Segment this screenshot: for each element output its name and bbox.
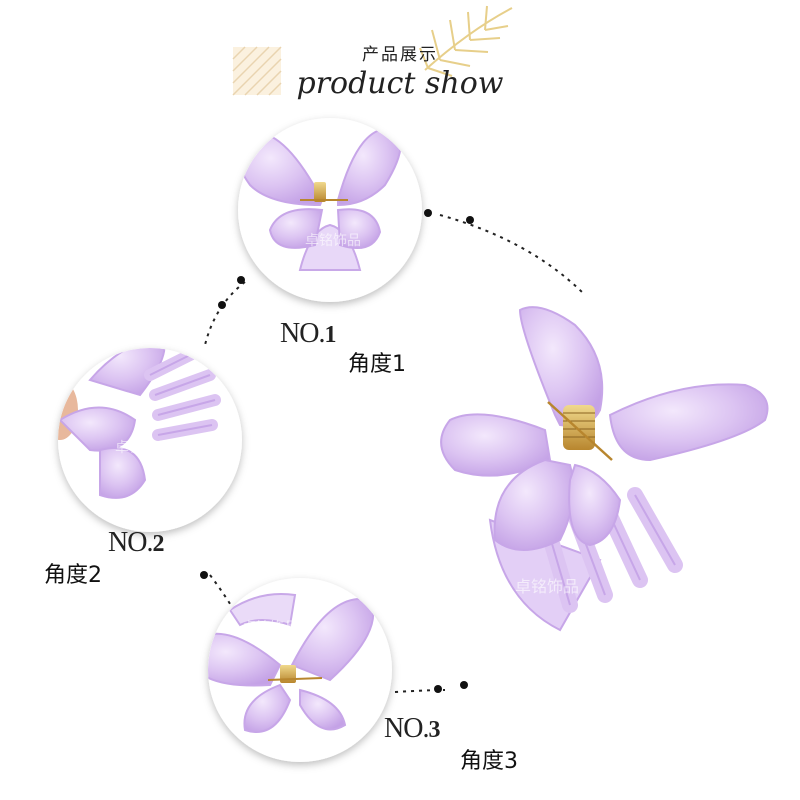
view-circle-1: 卓铭饰品 (238, 118, 422, 302)
hair-clip-image-3 (208, 593, 375, 733)
view-number-prefix: NO. (108, 527, 153, 558)
palm-leaf-decoration (419, 5, 513, 77)
hair-clip-main-image: 卓铭饰品 (440, 306, 769, 632)
angle-label-2: 角度2 (44, 563, 102, 588)
page-title-en: product show (296, 66, 504, 101)
view-circle-2: 卓铭饰品 (58, 348, 242, 532)
view-number-value: 2 (152, 531, 164, 557)
view-number-prefix: NO. (280, 318, 325, 349)
angle-label-1: 角度1 (348, 352, 406, 377)
watermark-main: 卓铭饰品 (515, 577, 579, 596)
view-number-value: 1 (324, 322, 336, 348)
view-number-value: 3 (428, 717, 440, 743)
view-circle-3: 卓铭饰品 (208, 578, 392, 762)
view-number-prefix: NO. (384, 713, 429, 744)
connector-dots (200, 209, 474, 693)
watermark-2: 卓铭饰品 (115, 440, 171, 456)
view-number-1: NO.1 (280, 318, 336, 350)
watermark-3: 卓铭饰品 (242, 620, 298, 636)
view-number-3: NO.3 (384, 713, 440, 745)
view-number-2: NO.2 (108, 527, 164, 559)
hatched-square-decoration (232, 46, 282, 96)
page-title-cn: 产品展示 (362, 45, 438, 65)
watermark-1: 卓铭饰品 (305, 233, 361, 249)
angle-label-3: 角度3 (460, 749, 518, 774)
